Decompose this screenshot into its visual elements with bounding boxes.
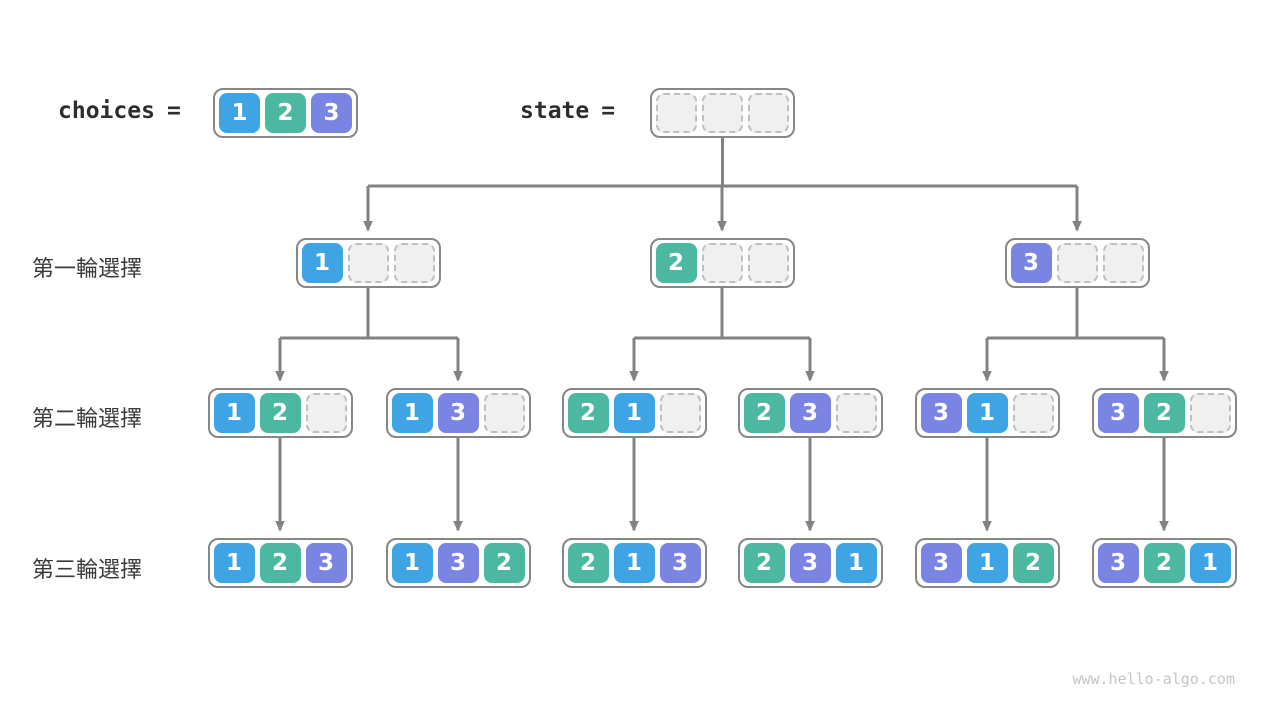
value-cell-1: 1	[301, 243, 343, 283]
choices-label: choices =	[58, 98, 181, 124]
value-cell-2: 2	[743, 543, 785, 583]
value-cell-1: 1	[391, 543, 433, 583]
value-cell-3: 3	[920, 393, 962, 433]
array-node-L1-1: 2	[649, 238, 795, 288]
value-cell-1: 1	[213, 393, 255, 433]
empty-cell	[659, 393, 701, 433]
equals-sign: =	[166, 98, 181, 124]
empty-cell	[1012, 393, 1054, 433]
value-cell-2: 2	[655, 243, 697, 283]
value-cell-1: 1	[1189, 543, 1231, 583]
value-cell-1: 1	[966, 393, 1008, 433]
row-label-round-3: 第三輪選擇	[32, 557, 143, 582]
value-cell-2: 2	[259, 393, 301, 433]
value-cell-3: 3	[305, 543, 347, 583]
empty-cell	[747, 243, 789, 283]
array-node-L1-2: 3	[1004, 238, 1150, 288]
value-cell-1: 1	[213, 543, 255, 583]
row-label-round-2: 第二輪選擇	[32, 406, 143, 431]
value-cell-3: 3	[311, 93, 352, 133]
value-cell-2: 2	[567, 543, 609, 583]
row-label-round-1: 第一輪選擇	[32, 256, 143, 281]
empty-cell	[1056, 243, 1098, 283]
value-cell-2: 2	[1143, 543, 1185, 583]
value-cell-1: 1	[219, 93, 260, 133]
watermark: www.hello-algo.com	[1072, 670, 1235, 688]
value-cell-3: 3	[789, 543, 831, 583]
value-cell-1: 1	[835, 543, 877, 583]
array-node-state-root	[650, 88, 795, 138]
empty-cell	[701, 243, 743, 283]
empty-cell	[1189, 393, 1231, 433]
value-cell-2: 2	[743, 393, 785, 433]
value-cell-3: 3	[1097, 543, 1139, 583]
value-cell-3: 3	[659, 543, 701, 583]
value-cell-1: 1	[966, 543, 1008, 583]
empty-cell	[748, 93, 789, 133]
value-cell-3: 3	[1010, 243, 1052, 283]
empty-cell	[702, 93, 743, 133]
state-label: state =	[520, 98, 615, 124]
choices-label-text: choices	[58, 98, 155, 124]
value-cell-2: 2	[259, 543, 301, 583]
value-cell-3: 3	[920, 543, 962, 583]
value-cell-2: 2	[567, 393, 609, 433]
value-cell-1: 1	[613, 393, 655, 433]
value-cell-3: 3	[789, 393, 831, 433]
value-cell-1: 1	[391, 393, 433, 433]
value-cell-2: 2	[265, 93, 306, 133]
value-cell-3: 3	[437, 543, 479, 583]
array-node-L1-0: 1	[295, 238, 441, 288]
state-label-text: state	[520, 98, 590, 124]
value-cell-3: 3	[1097, 393, 1139, 433]
empty-cell	[305, 393, 347, 433]
empty-cell	[483, 393, 525, 433]
value-cell-2: 2	[1012, 543, 1054, 583]
value-cell-3: 3	[437, 393, 479, 433]
value-cell-1: 1	[613, 543, 655, 583]
empty-cell	[656, 93, 697, 133]
empty-cell	[393, 243, 435, 283]
value-cell-2: 2	[1143, 393, 1185, 433]
empty-cell	[347, 243, 389, 283]
empty-cell	[835, 393, 877, 433]
value-cell-2: 2	[483, 543, 525, 583]
equals-sign: =	[601, 98, 616, 124]
empty-cell	[1102, 243, 1144, 283]
